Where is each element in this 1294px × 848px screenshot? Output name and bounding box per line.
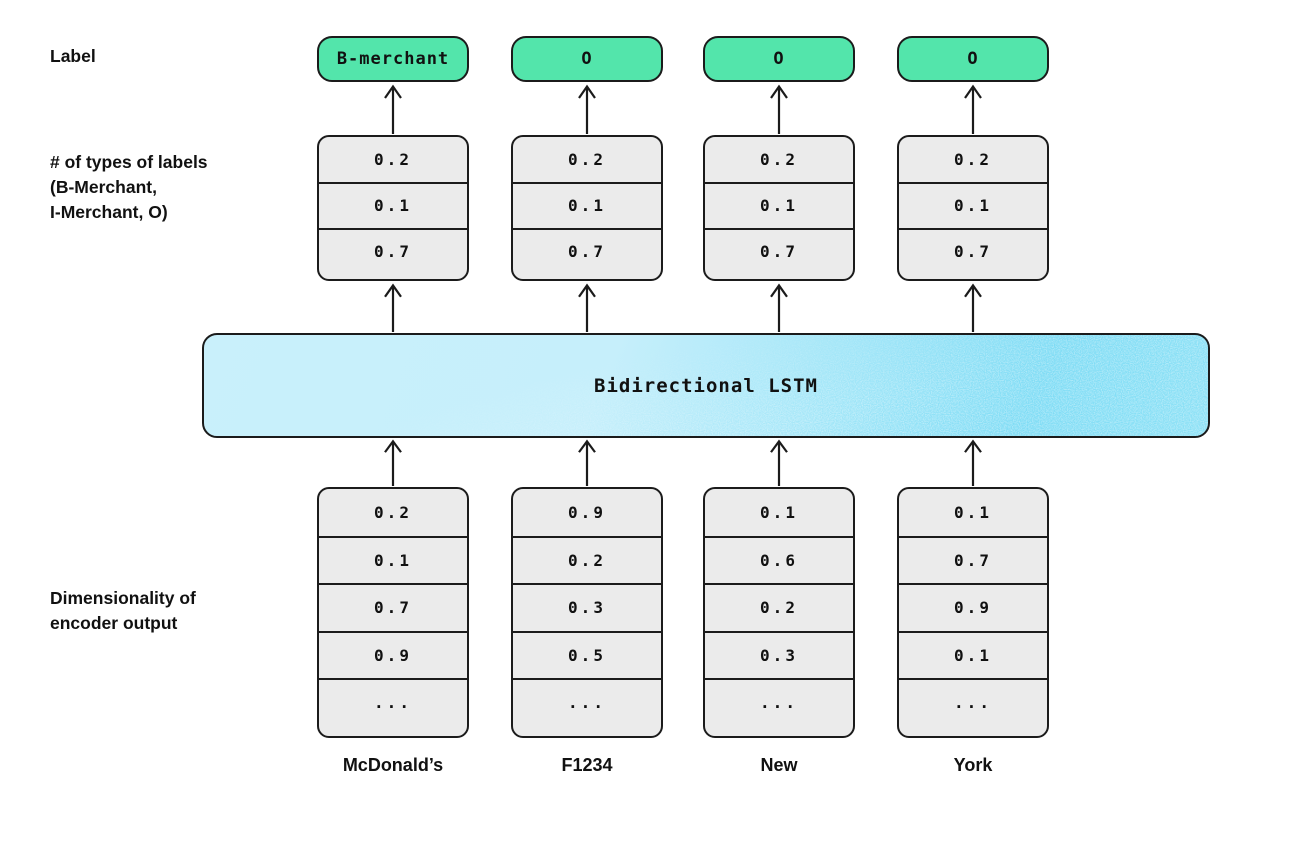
vector-cell: 0.2 [760,150,798,170]
prob-vector-f1234: 0.2 0.1 0.7 [511,135,663,281]
vector-cell: 0.7 [899,227,1047,273]
vector-cell: 0.1 [899,630,1047,678]
vector-cell: 0.7 [319,583,467,630]
vector-cell: 0.9 [319,630,467,678]
up-arrow [384,84,402,134]
vector-cell: 0.3 [513,583,661,630]
token-label-mcdonalds: McDonald’s [342,755,444,775]
up-arrow [578,283,596,332]
encoder-vector-new: 0.1 0.6 0.2 0.3 ... [703,487,855,738]
vector-cell: 0.2 [513,536,661,583]
up-arrow [964,84,982,134]
encoder-vector-york: 0.1 0.7 0.9 0.1 ... [897,487,1049,738]
up-arrow [384,439,402,486]
vector-cell: 0.9 [899,583,1047,630]
up-arrow [770,283,788,332]
up-arrow [770,84,788,134]
encoder-vector-mcdonalds: 0.2 0.1 0.7 0.9 ... [317,487,469,738]
vector-cell: 0.2 [954,150,992,170]
vector-cell: 0.1 [705,182,853,227]
up-arrow [578,84,596,134]
vector-cell: 0.1 [513,182,661,227]
vector-cell: 0.2 [568,150,606,170]
vector-cell: 0.7 [319,227,467,273]
vector-cell: 0.9 [568,503,606,523]
annotation-label-types: # of types of labels (B-Merchant, I-Merc… [50,150,208,225]
annotation-encoder-dimensionality-line1: Dimensionality of [50,588,196,608]
up-arrow [384,283,402,332]
vector-cell: 0.1 [319,536,467,583]
vector-cell: 0.1 [319,182,467,227]
vector-cell: 0.1 [760,503,798,523]
vector-cell: 0.1 [899,182,1047,227]
up-arrow [964,439,982,486]
vector-cell: 0.3 [705,630,853,678]
label-box-f1234: O [511,36,663,82]
vector-cell: 0.7 [899,536,1047,583]
prob-vector-new: 0.2 0.1 0.7 [703,135,855,281]
token-label-york: York [953,755,993,775]
label-box-mcdonalds: B-merchant [317,36,469,82]
prob-vector-mcdonalds: 0.2 0.1 0.7 [317,135,469,281]
label-box-york: O [897,36,1049,82]
vector-cell: 0.2 [374,503,412,523]
annotation-label-types-line3: I-Merchant, O) [50,202,168,222]
vector-cell: 0.7 [513,227,661,273]
annotation-encoder-dimensionality-line2: encoder output [50,613,178,633]
annotation-label-types-line1: # of types of labels [50,152,208,172]
vector-cell: 0.6 [705,536,853,583]
vector-cell: 0.7 [705,227,853,273]
token-label-new: New [760,755,798,775]
annotation-label-types-line2: (B-Merchant, [50,177,157,197]
encoder-vector-f1234: 0.9 0.2 0.3 0.5 ... [511,487,663,738]
up-arrow [770,439,788,486]
vector-cell: ... [899,677,1047,725]
prob-vector-york: 0.2 0.1 0.7 [897,135,1049,281]
token-label-f1234: F1234 [561,755,613,775]
vector-cell: 0.5 [513,630,661,678]
bidirectional-lstm-label: Bidirectional LSTM [594,374,818,397]
vector-cell: 0.1 [954,503,992,523]
annotation-label: Label [50,46,96,66]
vector-cell: ... [319,677,467,725]
vector-cell: 0.2 [705,583,853,630]
up-arrow [964,283,982,332]
spray-texture [204,335,1208,436]
up-arrow [578,439,596,486]
label-box-new: O [703,36,855,82]
bidirectional-lstm-box: Bidirectional LSTM [202,333,1210,438]
vector-cell: ... [513,677,661,725]
vector-cell: 0.2 [374,150,412,170]
annotation-encoder-dimensionality: Dimensionality of encoder output [50,586,196,636]
vector-cell: ... [705,677,853,725]
